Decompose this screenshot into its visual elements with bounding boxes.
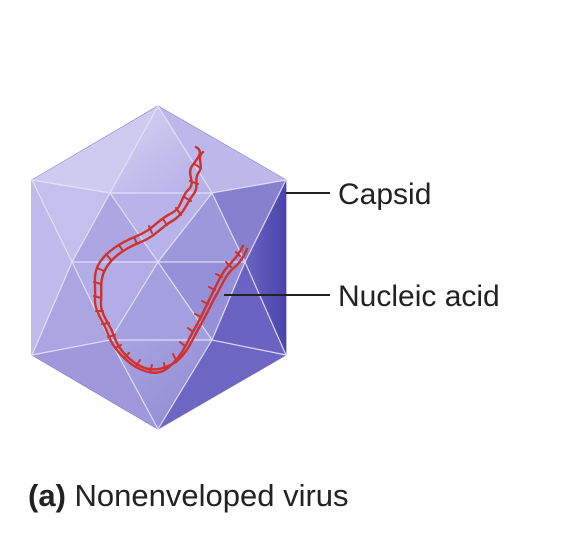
- nucleic-acid-rungs: [93, 163, 241, 373]
- capsid-face: [110, 262, 212, 340]
- capsid-face: [32, 180, 72, 355]
- capsid-edges: [31, 104, 287, 431]
- capsid-face: [32, 262, 110, 355]
- capsid-face: [158, 193, 245, 262]
- nucleic-acid-strand: [93, 145, 245, 374]
- figure-caption: (a) Nonenveloped virus: [28, 478, 349, 514]
- capsid-icosahedron: [31, 104, 287, 431]
- nucleic-acid-strand: [99, 150, 249, 371]
- nucleic-acid-label: Nucleic acid: [338, 280, 500, 313]
- capsid-face: [110, 106, 212, 193]
- capsid-face: [158, 340, 286, 429]
- capsid-face: [32, 180, 110, 262]
- capsid-face: [32, 106, 158, 193]
- leader-lines: [224, 192, 330, 296]
- capsid-face: [158, 106, 286, 193]
- capsid-face: [32, 340, 158, 429]
- capsid-label: Capsid: [338, 178, 431, 211]
- nucleic-acid-helix: [93, 145, 249, 374]
- caption-text: Nonenveloped virus: [74, 478, 349, 513]
- capsid-face: [212, 180, 286, 262]
- caption-letter: (a): [28, 478, 66, 513]
- capsid-face: [212, 262, 286, 355]
- capsid-face: [245, 180, 286, 355]
